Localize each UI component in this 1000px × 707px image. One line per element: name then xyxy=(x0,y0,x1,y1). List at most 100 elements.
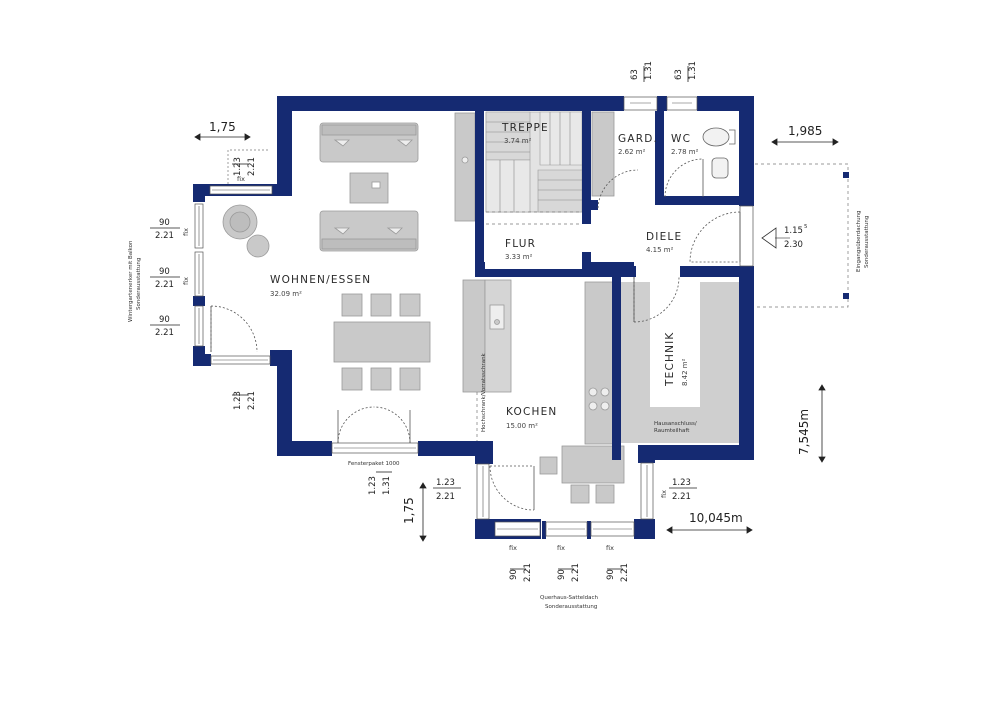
door-terrace-left xyxy=(337,406,375,444)
window-spec: 90 xyxy=(159,267,170,277)
querhaus-note-1: Querhaus-Satteldach xyxy=(540,595,599,601)
room-gard-name: GARD. xyxy=(618,133,658,145)
door-kitchen xyxy=(489,465,535,511)
window-spec: 2.21 xyxy=(523,563,533,582)
room-treppe-name: TREPPE xyxy=(501,122,549,134)
window-spec: 2.21 xyxy=(620,563,630,582)
entry-level-a: 1.15 xyxy=(784,226,803,236)
door-wc xyxy=(664,158,704,198)
door-bay xyxy=(210,305,258,353)
hausanschluss-label-2: Raumteilhaft xyxy=(654,428,690,434)
eingang-note-2: Sonderausstattung xyxy=(864,216,870,268)
entry-level-a-sup: 5 xyxy=(804,224,808,230)
stool xyxy=(539,456,558,475)
wintergarten-note-1: Wintergartenerker mit Balkon xyxy=(128,240,134,322)
window-spec: 1.23 xyxy=(233,391,243,410)
chair xyxy=(399,293,421,317)
stair-treads xyxy=(486,112,582,212)
canopy-post xyxy=(843,172,849,178)
coffee-table-item xyxy=(371,181,381,189)
stool xyxy=(570,484,590,504)
coffee-table xyxy=(349,172,389,204)
window-gard xyxy=(623,96,658,111)
schrank-label: Hochschrank/Vorratsschrank xyxy=(481,352,487,432)
entry-door-frame xyxy=(739,205,754,267)
room-flur-name: FLUR xyxy=(505,238,536,250)
window-spec: 90 xyxy=(606,569,616,580)
kitchen-counter-right xyxy=(584,281,614,445)
sofa-bottom xyxy=(319,210,419,252)
window-spec: 2.21 xyxy=(672,492,691,502)
room-kochen-area: 15.00 m² xyxy=(506,422,538,430)
room-diele-name: DIELE xyxy=(646,231,682,243)
dimension-lines xyxy=(150,66,839,570)
window-spec: 63 xyxy=(630,69,640,80)
window-wc xyxy=(666,96,698,111)
toilet xyxy=(702,127,730,147)
window-spec: 2.21 xyxy=(247,391,257,410)
sink xyxy=(489,304,505,330)
walls xyxy=(193,96,754,539)
furniture-layer xyxy=(222,111,740,504)
fix-label: fix xyxy=(557,544,565,552)
room-diele-area: 4.15 m² xyxy=(646,246,674,254)
staircase xyxy=(485,111,583,213)
dim-175-bottom: 1,75 xyxy=(402,497,416,524)
window-spec: 1.31 xyxy=(382,476,392,495)
dim-10045: 10,045m xyxy=(689,511,743,525)
chair xyxy=(341,293,363,317)
room-technik-area: 8.42 m² xyxy=(681,358,689,386)
doors xyxy=(210,158,741,511)
window-spec: 90 xyxy=(159,315,170,325)
window-spec: 2.21 xyxy=(155,231,174,241)
fix-label: fix xyxy=(606,544,614,552)
window-spec: 1.23 xyxy=(672,478,691,488)
window-spec: 1.23 xyxy=(233,157,243,176)
room-flur-area: 3.33 m² xyxy=(505,253,533,261)
chair xyxy=(370,293,392,317)
room-kochen-name: KOCHEN xyxy=(506,406,558,418)
chair xyxy=(399,367,421,391)
window-spec: 63 xyxy=(674,69,684,80)
entry-canopy-outline xyxy=(755,163,849,308)
window-spec: 2.21 xyxy=(436,492,455,502)
wc-sink xyxy=(711,157,729,179)
room-treppe-area: 3.74 m² xyxy=(504,137,532,145)
chair xyxy=(341,367,363,391)
window-spec: 90 xyxy=(557,569,567,580)
room-gard-area: 2.62 m² xyxy=(618,148,646,156)
dim-7545: 7,545m xyxy=(797,409,811,455)
dashed-lines xyxy=(227,149,849,441)
fensterpaket-label: Fensterpaket 1000 xyxy=(348,461,400,467)
canopy-post xyxy=(843,293,849,299)
door-terrace-right xyxy=(373,406,411,444)
dim-175-top: 1,75 xyxy=(209,120,236,134)
stool xyxy=(595,484,615,504)
door-entry xyxy=(689,211,741,263)
room-wc-name: WC xyxy=(671,133,691,145)
tv-cabinet xyxy=(454,112,476,222)
dim-1985: 1,985 xyxy=(788,124,822,138)
hob xyxy=(588,387,598,397)
room-technik-name: TECHNIK xyxy=(664,331,676,387)
fix-label: fix xyxy=(660,490,668,498)
window-spec: 2.21 xyxy=(155,328,174,338)
technik-equipment xyxy=(620,282,740,443)
room-wohnen-name: WOHNEN/ESSEN xyxy=(270,274,371,286)
window-spec: 1.31 xyxy=(644,61,654,80)
dining-table xyxy=(333,321,431,363)
wintergarten-note-2: Sonderausstattung xyxy=(136,258,142,310)
chair xyxy=(370,367,392,391)
glazing-lines xyxy=(198,102,692,530)
window-spec: 1.31 xyxy=(688,61,698,80)
eingang-note-1: Eingangsüberdachung xyxy=(856,210,862,272)
entry-marker-icon xyxy=(761,227,777,249)
window-spec: 90 xyxy=(509,569,519,580)
fix-label: fix xyxy=(237,175,245,183)
room-wohnen-area: 32.09 m² xyxy=(270,290,302,298)
querhaus-note-2: Sonderausstattung xyxy=(545,604,597,610)
window-spec: 2.21 xyxy=(155,280,174,290)
fix-label: fix xyxy=(182,277,190,285)
window-spec: 90 xyxy=(159,218,170,228)
